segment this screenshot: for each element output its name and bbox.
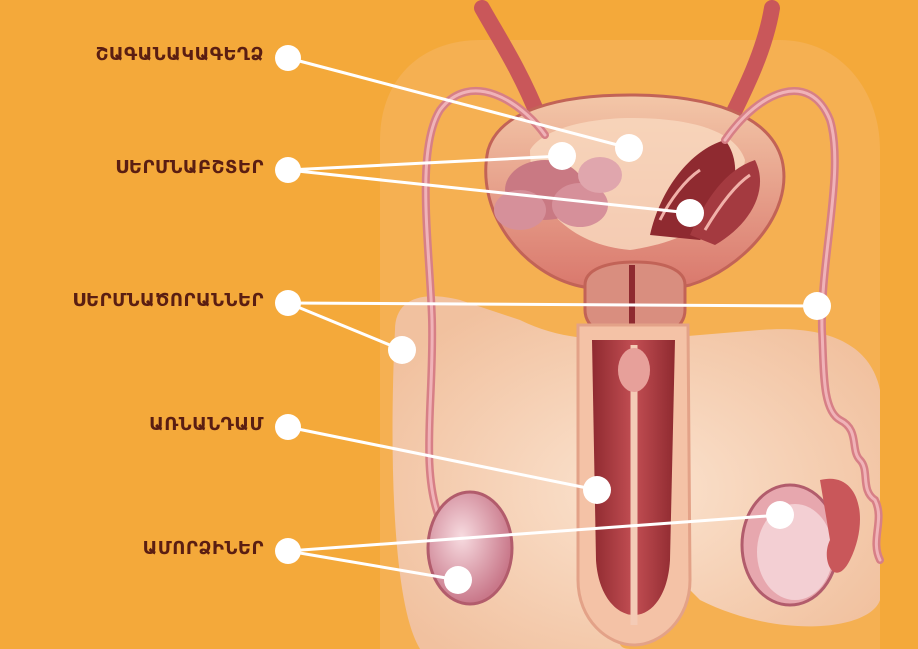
dot-bladder: [275, 45, 301, 71]
dot-vas-left: [388, 336, 416, 364]
label-seminal-vesicles: ՍԵՐՄՆԱԲՇՏԵՐ: [115, 157, 264, 178]
label-testes: ԱՄՈՐՁԻՆԵՐ: [143, 538, 264, 559]
dot-vas-right: [803, 292, 831, 320]
dot-vas: [275, 290, 301, 316]
dot-vesicles: [275, 157, 301, 183]
dot-vesicle-right: [676, 199, 704, 227]
dot-vesicle-left: [548, 142, 576, 170]
dot-bladder-target: [615, 134, 643, 162]
label-vas-deferens: ՍԵՐՄՆԱԾՈՐԱՆՆԵՐ: [72, 290, 264, 311]
label-penis: ԱՌՆԱՆԴԱՄ: [149, 414, 264, 435]
dot-penis-target: [583, 476, 611, 504]
glans-tip: [618, 348, 650, 392]
dot-penis: [275, 414, 301, 440]
label-bladder: ՇԱԳԱՆԱԿԱԳԵՂՁ: [96, 44, 264, 65]
dot-testis-left: [444, 566, 472, 594]
dot-testes: [275, 538, 301, 564]
dot-testis-right: [766, 501, 794, 529]
